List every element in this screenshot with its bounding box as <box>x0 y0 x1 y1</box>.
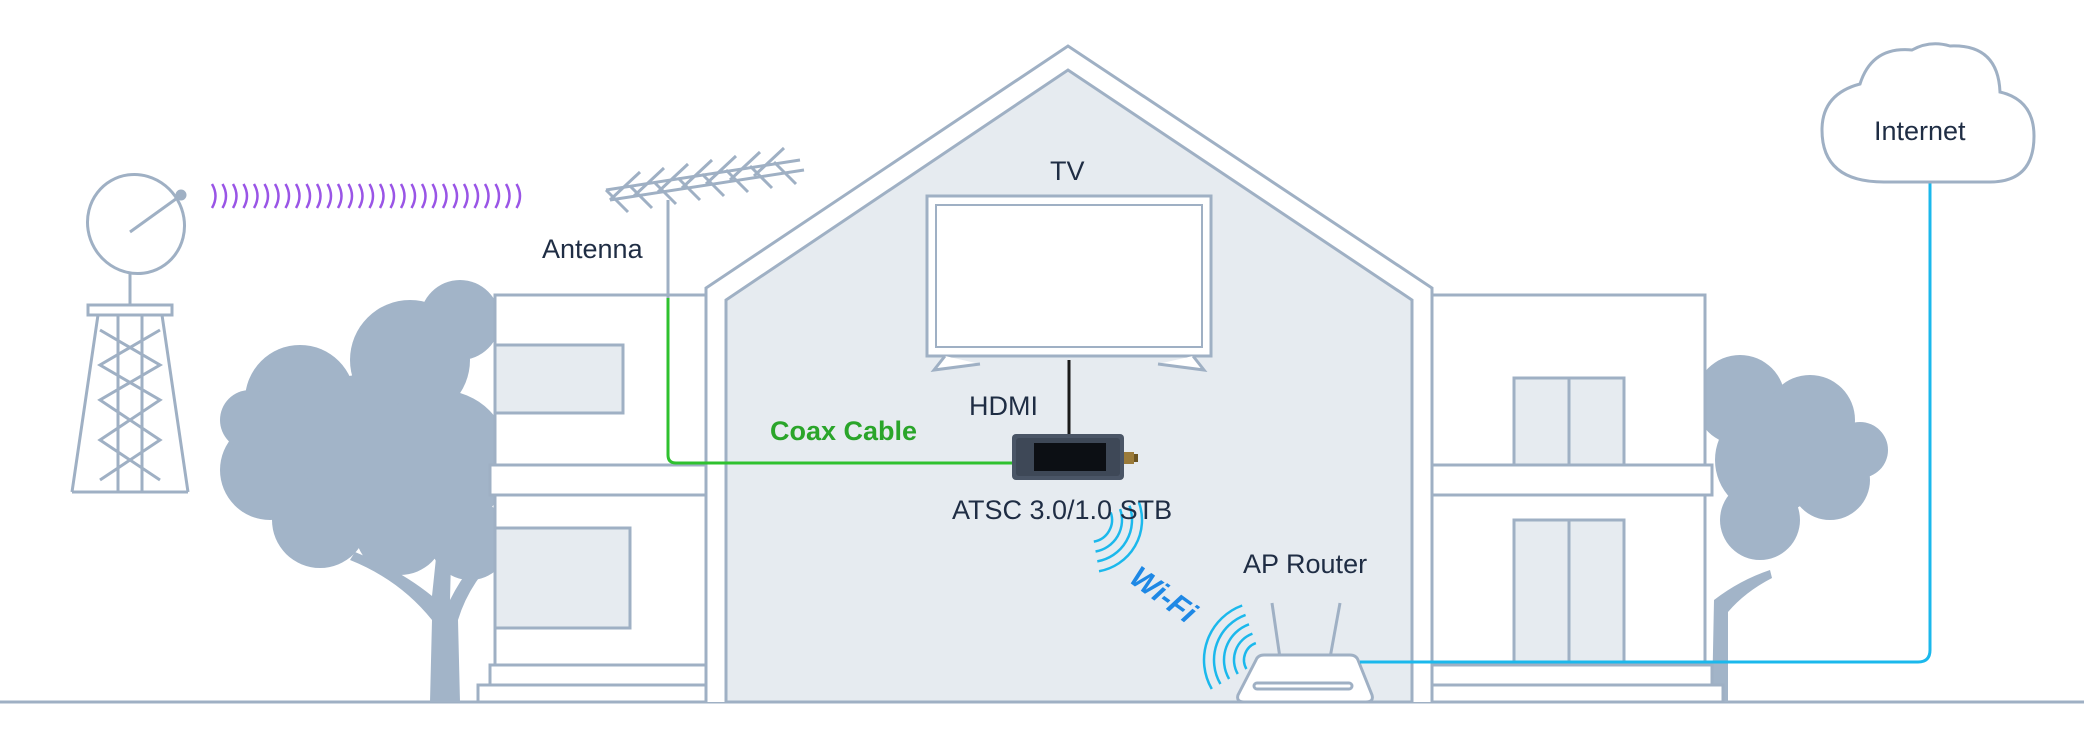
antenna-label: Antenna <box>542 234 643 264</box>
signal-wave <box>336 183 343 209</box>
signal-wave <box>431 183 438 209</box>
satellite-signal-waves <box>210 183 522 209</box>
signal-wave <box>210 183 217 209</box>
wifi-arc <box>1093 512 1114 543</box>
signal-wave <box>305 183 312 209</box>
wifi-arc <box>1098 501 1144 573</box>
internet-cloud <box>1820 42 2036 184</box>
right-building <box>1406 293 1725 704</box>
wifi-arc <box>1232 632 1253 675</box>
wifi-arc <box>1095 508 1124 553</box>
hdmi-label: HDMI <box>969 391 1038 421</box>
signal-wave <box>504 183 511 209</box>
signal-wave <box>221 183 228 209</box>
signal-wave <box>399 183 406 209</box>
wifi-arc <box>1212 613 1247 685</box>
router-label: AP Router <box>1243 549 1368 579</box>
wifi-arc <box>1242 641 1257 670</box>
signal-wave <box>410 183 417 209</box>
coax-cable <box>666 298 1014 465</box>
signal-wave <box>263 183 270 209</box>
signal-wave <box>284 183 291 209</box>
signal-wave <box>315 183 322 209</box>
internet-label: Internet <box>1874 116 1966 146</box>
satellite-dish-tower <box>70 172 190 494</box>
signal-wave <box>347 183 354 209</box>
signal-wave <box>378 183 385 209</box>
tv-label: TV <box>1050 156 1085 186</box>
left-tree <box>220 280 510 702</box>
wifi-arc <box>1202 604 1243 690</box>
left-building <box>476 293 732 704</box>
signal-wave <box>326 183 333 209</box>
wifi-arc <box>1097 505 1134 563</box>
rooftop-antenna <box>604 146 805 298</box>
signal-wave <box>473 183 480 209</box>
signal-wave <box>357 183 364 209</box>
wifi-arcs-router <box>1202 604 1257 690</box>
signal-wave <box>294 183 301 209</box>
signal-wave <box>483 183 490 209</box>
signal-wave <box>231 183 238 209</box>
tv <box>925 194 1213 372</box>
signal-wave <box>515 183 522 209</box>
signal-wave <box>273 183 280 209</box>
signal-wave <box>494 183 501 209</box>
ethernet-cable <box>1360 180 1932 664</box>
ap-router <box>1236 602 1374 704</box>
right-tree <box>1695 355 1888 702</box>
signal-wave <box>389 183 396 209</box>
signal-wave <box>368 183 375 209</box>
stb-label: ATSC 3.0/1.0 STB <box>952 495 1173 525</box>
signal-wave <box>452 183 459 209</box>
stb-device <box>1012 434 1138 480</box>
wifi-arc <box>1222 623 1250 680</box>
coax-cable-label: Coax Cable <box>770 416 918 446</box>
signal-wave <box>462 183 469 209</box>
wifi-arcs-stb <box>1093 501 1144 573</box>
signal-wave <box>252 183 259 209</box>
signal-wave <box>441 183 448 209</box>
signal-wave <box>420 183 427 209</box>
signal-wave <box>242 183 249 209</box>
